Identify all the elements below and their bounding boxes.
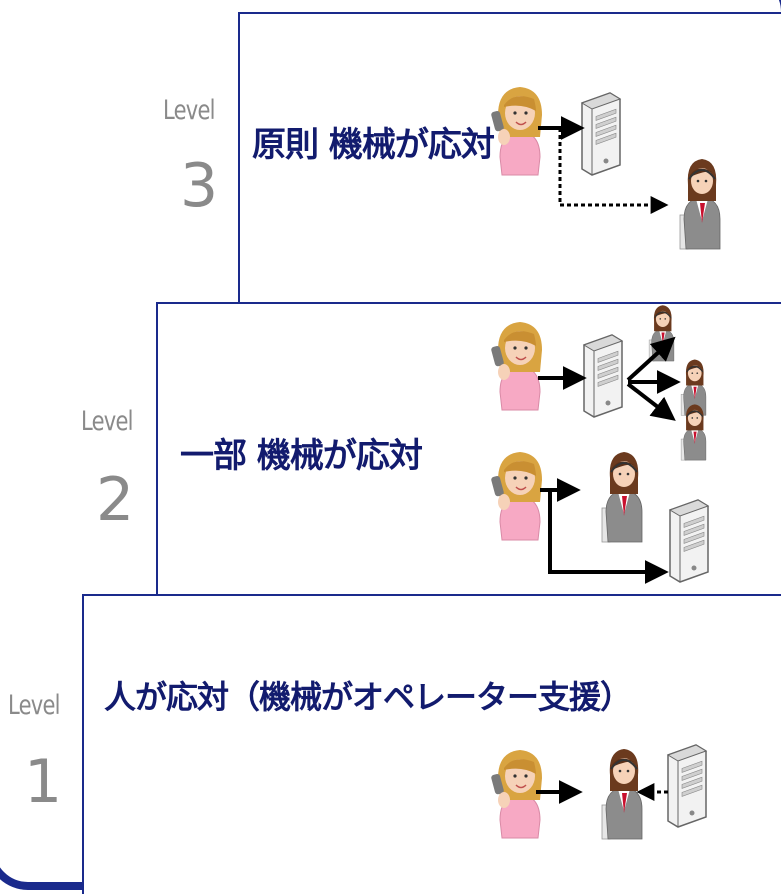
customer-icon (489, 86, 543, 176)
dotted-arrow-icon (558, 128, 669, 214)
server-icon (583, 334, 623, 418)
operator-icon (601, 451, 643, 543)
illustrations (489, 86, 721, 840)
customer-icon (489, 749, 543, 839)
level-1-word: Level (8, 690, 60, 721)
server-icon (669, 499, 709, 583)
level-3-illustration (489, 86, 721, 250)
operator-icon (648, 304, 675, 362)
server-icon (581, 92, 621, 176)
arrow-icon (626, 336, 676, 382)
arrow-icon (626, 382, 676, 421)
level-1-number: 1 (24, 747, 63, 817)
level-2-title: 一部 機械が応対 (180, 436, 423, 476)
arrow-icon (548, 490, 669, 584)
customer-icon (489, 451, 543, 541)
level-1-title: 人が応対（機械がオペレーター支援） (104, 678, 632, 716)
server-icon (667, 744, 707, 828)
level-3-title: 原則 機械が応対 (252, 125, 495, 165)
level-1-illustration (489, 744, 707, 840)
level-2-word: Level (81, 406, 133, 437)
level-3-number: 3 (180, 151, 219, 221)
customer-icon (489, 321, 543, 411)
operator-icon (601, 748, 643, 840)
operator-icon (679, 158, 721, 250)
level-2-illustration (489, 304, 709, 584)
level-2-number: 2 (96, 465, 135, 535)
level-3-word: Level (163, 95, 215, 126)
level-1-panel (82, 594, 781, 894)
